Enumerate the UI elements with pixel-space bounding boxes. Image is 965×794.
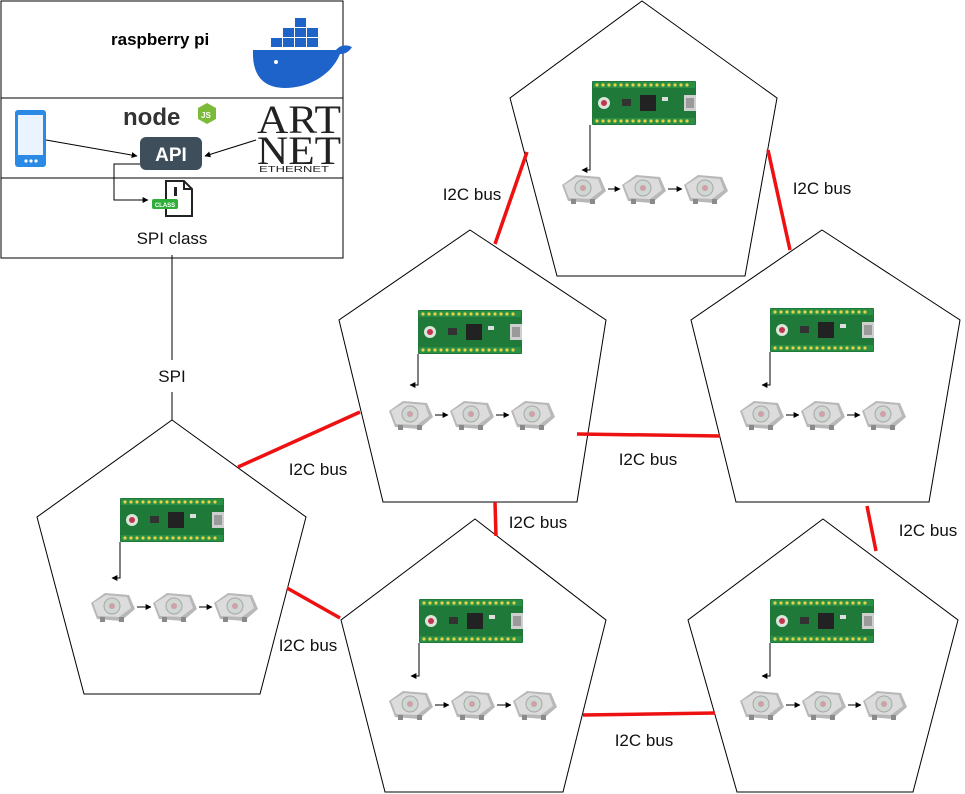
spi-class-label: SPI class <box>137 229 208 248</box>
i2c-label: I2C bus <box>289 460 348 479</box>
i2c-label: I2C bus <box>279 636 338 655</box>
artnet-to-api-arrow <box>204 139 257 158</box>
svg-text:node: node <box>123 104 180 131</box>
i2c-link <box>286 586 341 620</box>
i2c-label: I2C bus <box>509 513 568 532</box>
i2c-link <box>576 432 721 438</box>
node-middle-left <box>338 229 607 503</box>
host-title: raspberry pi <box>111 30 209 49</box>
i2c-links <box>237 149 878 717</box>
i2c-link <box>493 501 498 537</box>
node-middle-right <box>690 229 961 503</box>
i2c-label: I2C bus <box>615 731 674 750</box>
smartphone-icon <box>15 110 46 167</box>
class-file-icon: CLASS <box>152 180 193 217</box>
svg-text:ART: ART <box>257 97 341 142</box>
i2c-label: I2C bus <box>899 521 958 540</box>
api-label: API <box>155 145 187 166</box>
api-to-class-arrow <box>113 163 149 203</box>
node-top <box>509 0 778 277</box>
host-raspberry-pi: raspberry pi node JS API <box>0 0 352 259</box>
i2c-label: I2C bus <box>443 185 502 204</box>
i2c-label: I2C bus <box>793 179 852 198</box>
i2c-link <box>865 505 878 552</box>
node-bottom-right <box>687 518 959 793</box>
phone-to-api-arrow <box>45 139 138 159</box>
i2c-link <box>766 149 792 251</box>
svg-text:NET: NET <box>257 128 341 173</box>
node-bottom-center <box>340 518 607 793</box>
svg-text:ETHERNET: ETHERNET <box>259 165 329 174</box>
node-bottom-left <box>36 419 307 695</box>
api-badge-icon: API <box>140 137 202 170</box>
i2c-label: I2C bus <box>619 450 678 469</box>
i2c-link <box>493 151 529 245</box>
i2c-link <box>237 410 361 469</box>
artnet-logo: ART NET ETHERNET <box>257 97 341 174</box>
svg-text:CLASS: CLASS <box>155 203 175 209</box>
spi-label: SPI <box>158 367 185 386</box>
svg-text:JS: JS <box>201 111 211 120</box>
nodejs-logo: node JS <box>123 103 216 131</box>
docker-whale-icon <box>252 18 352 88</box>
i2c-link <box>582 711 716 717</box>
